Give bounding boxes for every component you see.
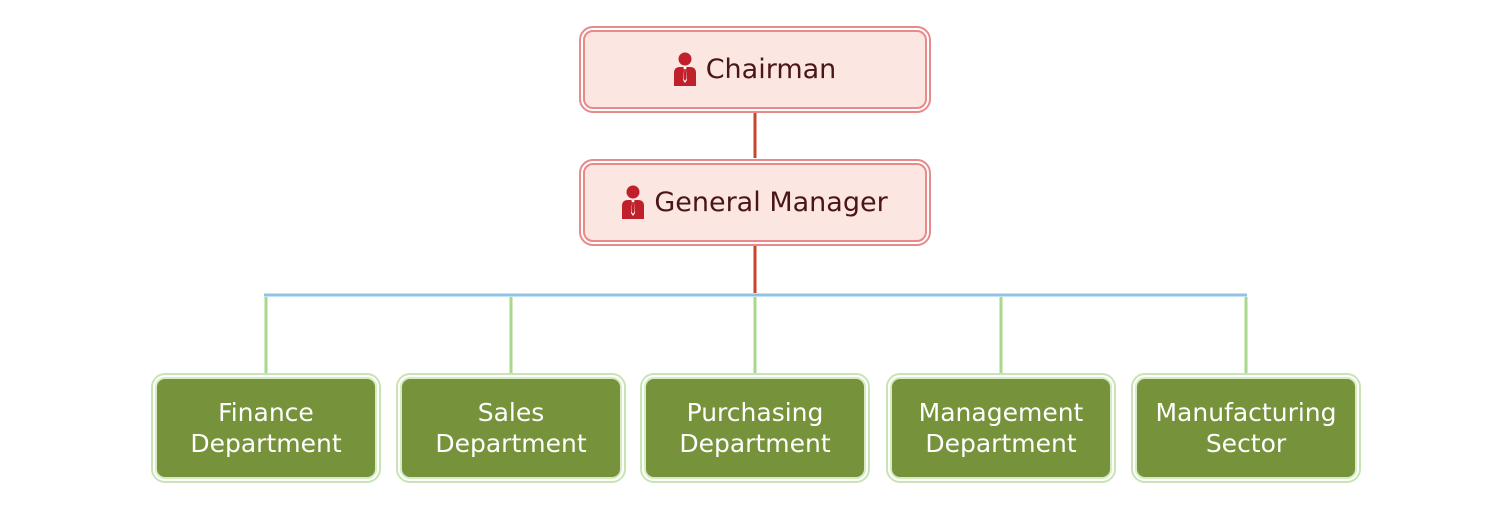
department-label-finance: Finance Department — [190, 398, 342, 458]
department-node-body: Manufacturing Sector — [1135, 377, 1357, 479]
chairman-node-body: Chairman — [583, 30, 927, 109]
chairman-node[interactable]: Chairman — [579, 26, 931, 113]
general-manager-node[interactable]: General Manager — [579, 159, 931, 246]
department-node-body: Sales Department — [400, 377, 622, 479]
chairman-label: Chairman — [705, 54, 837, 85]
person-icon — [622, 185, 645, 219]
department-node-sales[interactable]: Sales Department — [396, 373, 626, 483]
general-manager-node-body: General Manager — [583, 163, 927, 242]
department-node-purchasing[interactable]: Purchasing Department — [640, 373, 870, 483]
person-icon — [673, 52, 696, 86]
department-label-purchasing: Purchasing Department — [679, 398, 831, 458]
department-node-management[interactable]: Management Department — [886, 373, 1116, 483]
department-node-body: Finance Department — [155, 377, 377, 479]
department-node-body: Management Department — [890, 377, 1112, 479]
department-node-finance[interactable]: Finance Department — [151, 373, 381, 483]
department-node-manufacturing[interactable]: Manufacturing Sector — [1131, 373, 1361, 483]
general-manager-label: General Manager — [654, 187, 888, 218]
department-node-body: Purchasing Department — [644, 377, 866, 479]
department-label-manufacturing: Manufacturing Sector — [1155, 398, 1337, 458]
department-label-sales: Sales Department — [435, 398, 587, 458]
department-label-management: Management Department — [918, 398, 1084, 458]
